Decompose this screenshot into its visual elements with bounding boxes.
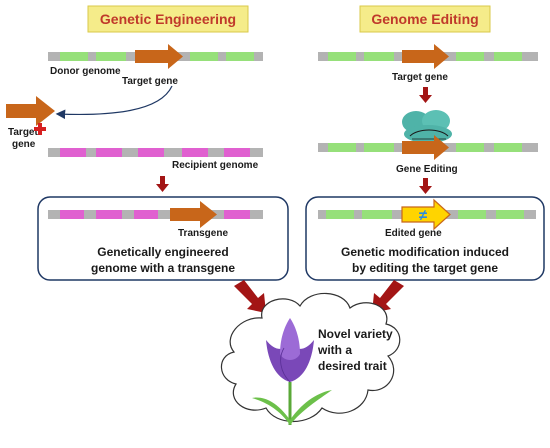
recipient-genome-label: Recipient genome [172, 160, 259, 171]
left-result-box: Transgene Genetically engineered genome … [37, 196, 289, 281]
target-gene-label-right: Target gene [392, 72, 448, 83]
target-gene-arrow-donor [135, 44, 183, 69]
target-gene-arrow-right [402, 44, 449, 69]
target-gene-side-label: Target [8, 127, 38, 138]
left-result-line1: Genetically engineered [97, 245, 228, 259]
right-result-box: ≠ Edited gene Genetic modification induc… [305, 196, 545, 281]
right-result-line1: Genetic modification induced [341, 245, 509, 259]
edited-gene-arrow [401, 198, 451, 231]
svg-text:Genetic Engineering: Genetic Engineering [100, 11, 236, 27]
left-result-line2: genome with a transgene [91, 261, 235, 275]
transgene-arrow [170, 201, 217, 228]
svg-text:Genome Editing: Genome Editing [371, 11, 478, 27]
outcome-line2: with a [317, 343, 352, 357]
outcome-line1: Novel variety [318, 327, 393, 341]
gene-editing-label: Gene Editing [396, 164, 458, 175]
down-arrow-left [156, 176, 169, 192]
right-top-chromosome [318, 44, 538, 69]
donor-genome-chromosome [48, 44, 263, 69]
target-gene-side-label-2: gene [12, 139, 36, 150]
big-arrow-right [372, 280, 404, 313]
left-panel-title: Genetic Engineering [87, 5, 249, 33]
down-arrow-right-2 [419, 178, 432, 194]
down-arrow-right-1 [419, 87, 432, 103]
plus-icon [34, 123, 46, 135]
edit-mark-icon: ≠ [419, 207, 428, 224]
cas-complex-icon [402, 110, 452, 143]
big-arrow-left [234, 280, 266, 313]
right-result-line2: by editing the target gene [352, 261, 498, 275]
right-panel-title: Genome Editing [359, 5, 491, 33]
target-gene-label-left: Target gene [122, 76, 178, 87]
right-middle-chromosome [318, 135, 538, 160]
tulip-icon [252, 318, 332, 425]
transfer-arrow [55, 85, 173, 120]
target-gene-arrow-editing [402, 135, 449, 160]
edited-gene-label: Edited gene [385, 228, 442, 239]
transgene-label: Transgene [178, 228, 228, 239]
outcome-line3: desired trait [318, 359, 387, 373]
recipient-genome-chromosome [48, 148, 263, 157]
donor-genome-label: Donor genome [50, 66, 121, 77]
isolated-target-gene-arrow [6, 96, 55, 126]
